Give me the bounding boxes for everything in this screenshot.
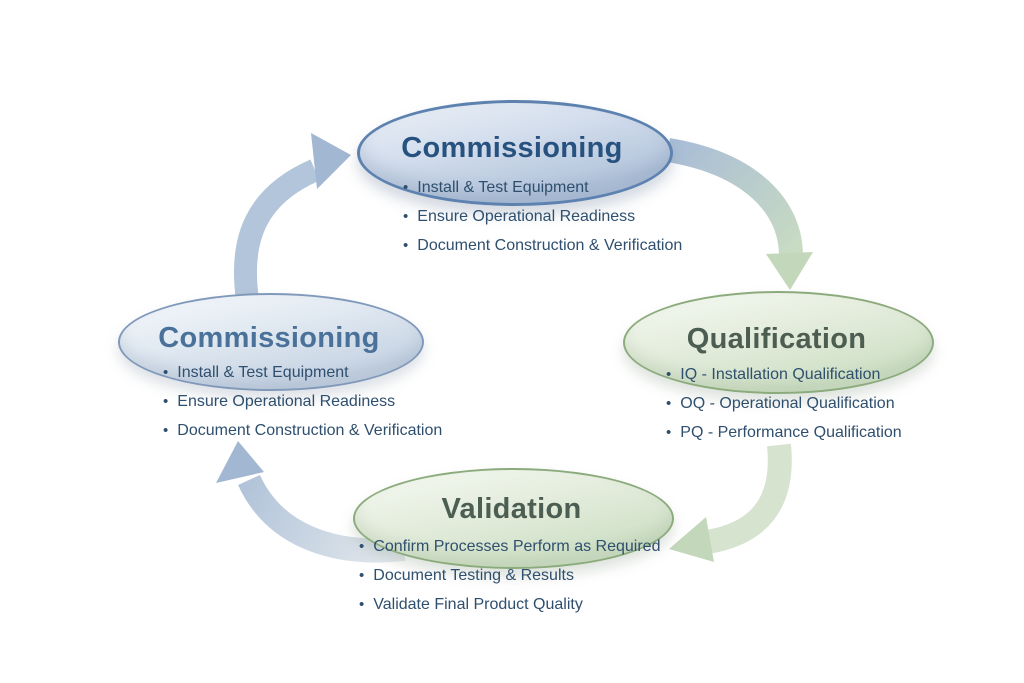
list-item: • Document Testing & Results (359, 561, 660, 590)
commissioning-top-title: Commissioning (401, 132, 623, 164)
arrow-top-to-right-body (665, 138, 804, 259)
bullet-text: Document Construction & Verification (417, 237, 683, 254)
list-item: • Document Construction & Verification (403, 231, 682, 260)
bullet-text: Confirm Processes Perform as Required (373, 538, 661, 555)
bullet-text: PQ - Performance Qualification (680, 424, 902, 441)
list-item: • Confirm Processes Perform as Required (359, 532, 660, 561)
bullet-icon: • (359, 538, 365, 555)
arrow-right-to-bottom (669, 443, 792, 562)
list-item: • OQ - Operational Qualification (666, 389, 902, 418)
bullet-text: Install & Test Equipment (177, 364, 349, 381)
arrowhead-down-icon (766, 252, 813, 290)
bullet-icon: • (359, 596, 365, 613)
bullet-icon: • (359, 567, 365, 584)
node-validation: Validation • Confirm Processes Perform as… (353, 468, 674, 613)
arrowhead-left-icon (669, 517, 714, 562)
list-item: • IQ - Installation Qualification (666, 360, 902, 389)
bullet-icon: • (163, 422, 169, 439)
qualification-bullets: • IQ - Installation Qualification • OQ - O… (666, 360, 902, 447)
bullet-icon: • (403, 237, 409, 254)
arrow-right-to-bottom-body (704, 443, 792, 554)
bullet-text: Install & Test Equipment (417, 179, 589, 196)
arrow-bottom-to-left-body (238, 474, 406, 563)
qualification-ellipse (623, 291, 934, 394)
commissioning-left-bullets: • Install & Test Equipment • Ensure Operat… (163, 358, 442, 445)
bullet-icon: • (163, 393, 169, 410)
node-qualification: Qualification • IQ - Installation Qualifi… (623, 291, 934, 441)
bullet-icon: • (666, 366, 672, 383)
bullet-text: OQ - Operational Qualification (680, 395, 895, 412)
list-item: • Validate Final Product Quality (359, 590, 660, 619)
node-commissioning-left: Commissioning •Install & Test Equipment … (118, 293, 442, 439)
arrow-left-to-top (233, 133, 351, 298)
node-commissioning-top: Commissioning •Install & Test Equipment … (357, 100, 682, 254)
commissioning-top-ellipse (357, 100, 673, 206)
list-item: • Document Construction & Verification (163, 416, 442, 445)
commissioning-left-ellipse (118, 293, 424, 391)
commissioning-left-title: Commissioning (158, 322, 380, 354)
bullet-icon: • (403, 208, 409, 225)
bullet-text: Document Construction & Verification (177, 422, 443, 439)
validation-ellipse (353, 468, 674, 569)
list-item: • PQ - Performance Qualification (666, 418, 902, 447)
arrowhead-up-icon (216, 441, 264, 483)
arrow-bottom-to-left (216, 441, 406, 563)
bullet-icon: • (666, 395, 672, 412)
bullet-icon: • (403, 179, 409, 196)
bullet-text: IQ - Installation Qualification (680, 366, 881, 383)
arrow-top-to-right (665, 138, 813, 290)
validation-title: Validation (441, 493, 582, 525)
arrowhead-up-right-icon (311, 133, 351, 189)
arrow-left-to-top-body (233, 159, 320, 298)
list-item: • Install & Test Equipment (163, 358, 442, 387)
bullet-text: Document Testing & Results (373, 567, 574, 584)
bullet-text: Validate Final Product Quality (373, 596, 583, 613)
bullet-text: Ensure Operational Readiness (177, 393, 396, 410)
qualification-title: Qualification (686, 323, 867, 355)
commissioning-top-bullets: • Install & Test Equipment • Ensure Operat… (403, 173, 682, 260)
bullet-icon: • (163, 364, 169, 381)
list-item: • Ensure Operational Readiness (163, 387, 442, 416)
bullet-icon: • (666, 424, 672, 441)
list-item: • Ensure Operational Readiness (403, 202, 682, 231)
list-item: • Install & Test Equipment (403, 173, 682, 202)
bullet-text: Ensure Operational Readiness (417, 208, 636, 225)
validation-bullets: • Confirm Processes Perform as Required •… (359, 532, 660, 619)
